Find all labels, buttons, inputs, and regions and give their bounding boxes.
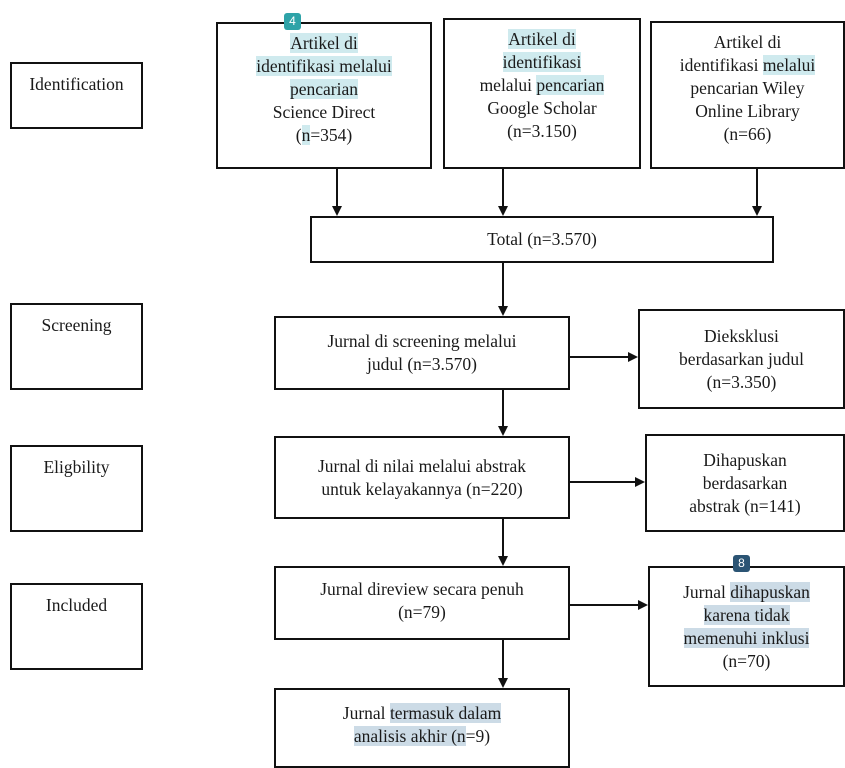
final-line-2b: =9)	[465, 726, 491, 746]
source-google-scholar: Artikel di identifikasi melalui pencaria…	[443, 18, 641, 169]
wiley-line-1: Artikel di	[713, 32, 782, 52]
final-line-2a: analisis akhir (n	[353, 726, 466, 746]
final-line-1b: termasuk dalam	[389, 703, 502, 723]
stage-identification: Identification	[10, 62, 143, 129]
gs-count: (n=3.150)	[507, 121, 577, 141]
stage-eligibility-label: Eligbility	[43, 457, 110, 477]
full-review-line-1: Jurnal direview secara penuh	[320, 579, 524, 599]
excluded-line-3: (n=3.350)	[706, 371, 777, 392]
total-box: Total (n=3.570)	[310, 216, 774, 263]
stage-included: Included	[10, 583, 143, 670]
removed-abstract-box: Dihapuskan berdasarkan abstrak (n=141)	[645, 434, 845, 532]
screening-box: Jurnal di screening melalui judul (n=3.5…	[274, 316, 570, 390]
screening-line-2: judul (n=3.570)	[366, 354, 477, 374]
gs-line-4: Google Scholar	[487, 98, 597, 118]
final-box: Jurnal termasuk dalam analisis akhir (n=…	[274, 688, 570, 768]
full-review-line-2: (n=79)	[398, 602, 446, 622]
full-review-box: Jurnal direview secara penuh (n=79)	[274, 566, 570, 640]
stage-included-label: Included	[45, 595, 108, 615]
gs-line-3b: pencarian	[536, 75, 605, 95]
removed-inclusion-line-4: (n=70)	[722, 650, 771, 671]
removed-abstract-line-1: Dihapuskan	[703, 449, 787, 470]
stage-screening: Screening	[10, 303, 143, 390]
excluded-line-2: berdasarkan judul	[679, 348, 804, 369]
excluded-line-1: Dieksklusi	[704, 325, 779, 346]
annotation-badge-4: 4	[284, 13, 301, 30]
stage-eligibility: Eligbility	[10, 445, 143, 532]
sd-line-3: pencarian	[289, 79, 358, 99]
eligibility-box: Jurnal di nilai melalui abstrak untuk ke…	[274, 436, 570, 519]
excluded-title-box: Dieksklusi berdasarkan judul (n=3.350)	[638, 309, 845, 409]
source-wiley: Artikel di identifikasi melalui pencaria…	[650, 21, 845, 169]
stage-screening-label: Screening	[41, 315, 112, 335]
sd-line-2: identifikasi melalui	[256, 56, 392, 76]
wiley-line-2b: melalui	[762, 55, 816, 75]
removed-inclusion-line-2: karena tidak	[703, 604, 790, 625]
wiley-line-4: Online Library	[695, 101, 800, 121]
final-line-1a: Jurnal	[342, 703, 390, 723]
gs-line-2: identifikasi	[502, 52, 582, 72]
removed-abstract-line-3: abstrak (n=141)	[689, 495, 801, 516]
sd-line-1: Artikel di	[290, 33, 358, 53]
wiley-line-2a: identifikasi	[679, 55, 763, 75]
removed-abstract-line-2: berdasarkan	[702, 472, 788, 493]
wiley-count: (n=66)	[723, 124, 772, 144]
removed-inclusion-box: Jurnal dihapuskan karena tidak memenuhi …	[648, 566, 845, 687]
removed-inclusion-line-3: memenuhi inklusi	[683, 627, 810, 648]
eligibility-line-1: Jurnal di nilai melalui abstrak	[317, 455, 526, 476]
wiley-line-3: pencarian Wiley	[690, 78, 805, 98]
removed-inclusion-line-1a: Jurnal	[683, 581, 731, 602]
sd-line-4: Science Direct	[272, 102, 376, 122]
eligibility-line-2: untuk kelayakannya (n=220)	[321, 478, 523, 499]
source-science-direct: Artikel di identifikasi melalui pencaria…	[216, 22, 432, 169]
screening-line-1: Jurnal di screening melalui	[327, 331, 517, 351]
gs-line-1: Artikel di	[508, 29, 576, 49]
removed-inclusion-line-1b: dihapuskan	[730, 581, 810, 602]
gs-line-3a: melalui	[479, 75, 537, 95]
sd-count: (n=354)	[295, 125, 353, 145]
annotation-badge-8: 8	[733, 555, 750, 572]
total-label: Total (n=3.570)	[487, 229, 597, 249]
stage-identification-label: Identification	[29, 74, 124, 94]
